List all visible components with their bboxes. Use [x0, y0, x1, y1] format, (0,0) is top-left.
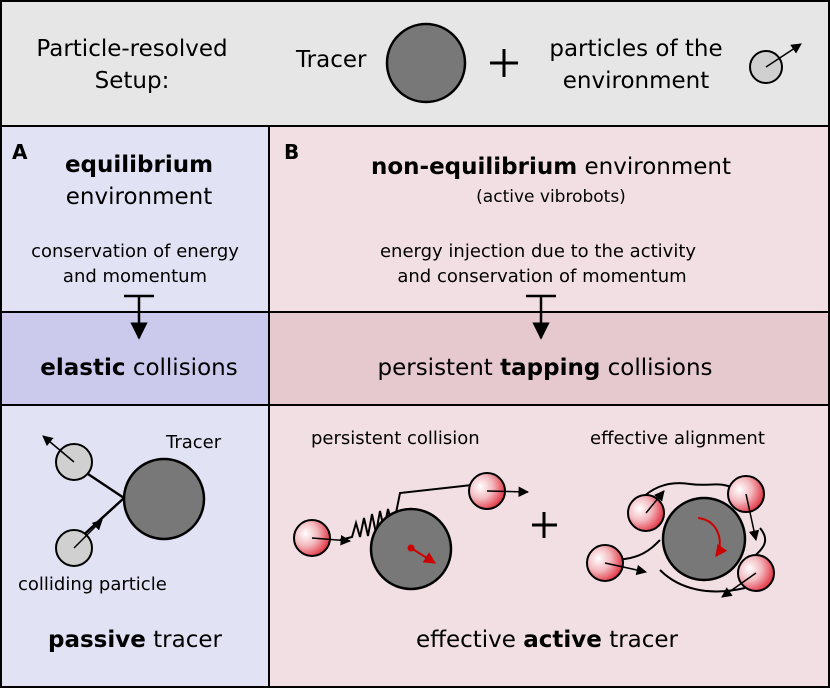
- alignment-tracer-circle: [661, 496, 747, 582]
- panel-a-tracer-label: Tracer: [166, 432, 222, 453]
- panel-b-energy-line2: and conservation of momentum: [397, 266, 687, 287]
- env-label-line2: environment: [562, 68, 710, 94]
- panel-b-collision-bold: tapping: [500, 355, 601, 381]
- panel-b-result-bold: active: [523, 627, 602, 653]
- effective-alignment-illustration: [586, 475, 775, 598]
- panel-a-flow-arrow: [124, 294, 154, 340]
- panel-b-letter: B: [284, 140, 300, 164]
- panel-a-collision-illustration: [42, 435, 206, 567]
- panel-a-colliding-label: colliding particle: [18, 574, 167, 595]
- panel-a-collision-label: elastic collisions: [40, 355, 237, 381]
- panel-a-title-bold: equilibrium: [64, 152, 214, 178]
- env-label-line1: particles of the: [549, 36, 723, 62]
- panel-b-title-rest: environment: [584, 154, 732, 180]
- header-tracer-circle: [385, 22, 467, 104]
- panel-b-top: [270, 127, 828, 312]
- panel-b-plus-sign: [532, 512, 557, 538]
- panel-b-collision-pre: persistent: [377, 355, 493, 381]
- effective-alignment-label: effective alignment: [590, 428, 765, 449]
- panel-b-title: non-equilibrium environment: [371, 154, 731, 180]
- panel-b-energy-line1: energy injection due to the activity: [379, 241, 697, 262]
- panel-a-conservation-line1: conservation of energy: [31, 241, 239, 262]
- panel-b-result-label: effective active tracer: [416, 627, 678, 653]
- panel-b-title-bold: non-equilibrium: [370, 154, 578, 180]
- panel-b-result-post: tracer: [609, 627, 679, 653]
- panel-a-collision-rest: collisions: [132, 355, 238, 381]
- panel-a-title-rest: environment: [65, 184, 213, 210]
- panel-a-result-bold: passive: [48, 627, 146, 653]
- persistent-collision-label: persistent collision: [311, 428, 480, 449]
- panel-a-collision-bold: elastic: [40, 355, 126, 381]
- panel-a-bottom: [2, 406, 269, 687]
- panel-b-subtitle: (active vibrobots): [476, 187, 626, 207]
- panel-a-letter: A: [12, 140, 28, 164]
- header-plus-sign: [490, 49, 518, 77]
- panel-a-result-label: passive tracer: [48, 627, 222, 653]
- panel-b-result-pre: effective: [415, 627, 516, 653]
- panel-a-conservation-line2: and momentum: [62, 266, 208, 287]
- panel-a-result-rest: tracer: [153, 627, 222, 653]
- setup-label-line1: Particle-resolved: [36, 36, 228, 62]
- panel-b-flow-arrow: [526, 294, 556, 340]
- panel-a-tracer-circle: [122, 457, 206, 541]
- header-env-arrow: [765, 43, 802, 68]
- panel-b-collision-label: persistent tapping collisions: [377, 355, 712, 381]
- panel-b-collision-post: collisions: [607, 355, 713, 381]
- header-tracer-label: Tracer: [296, 47, 367, 73]
- panel-a-top: [2, 127, 269, 312]
- setup-label-line2: Setup:: [94, 68, 170, 94]
- persistent-collision-illustration: [293, 472, 530, 591]
